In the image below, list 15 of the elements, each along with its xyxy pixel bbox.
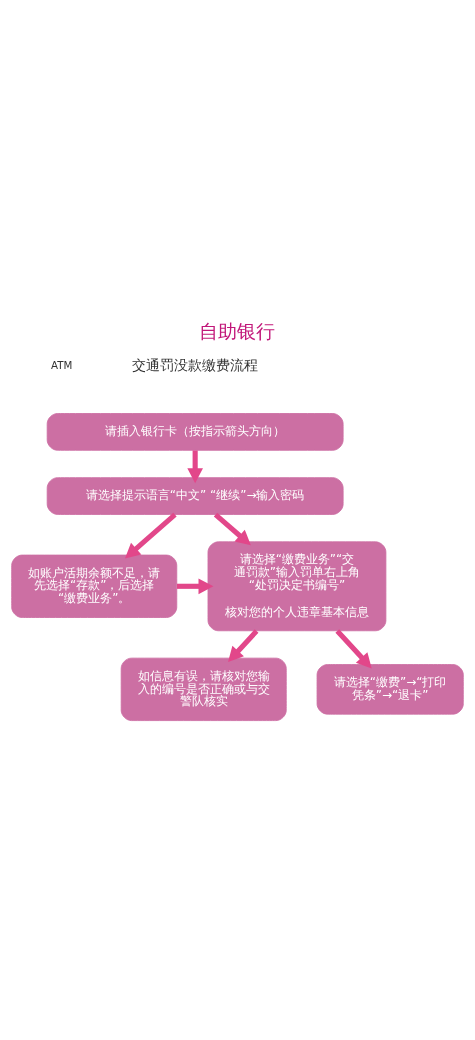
arrow: [228, 629, 259, 663]
node-box: 请插入银行卡（按指示箭头方向）: [46, 413, 344, 451]
node-box: 如账户活期余额不足，请先选择“存款”，后选择“缴费业务”。: [11, 554, 178, 618]
label: 交通罚没款缴费流程: [132, 356, 259, 373]
node-box: 请选择“缴费业务”“交通罚款”输入罚单右上角“处罚决定书编号” 核对您的个人违章基本信息: [207, 541, 387, 632]
node-box: 请选择“缴费”→“打印凭条”→“退卡”: [316, 664, 464, 715]
arrow: [187, 450, 203, 484]
node-box: 如信息有误，请核对您输入的编号是否正确或与交警队核实: [120, 657, 287, 721]
arrow: [177, 578, 214, 595]
arrow: [335, 629, 372, 669]
arrow: [124, 512, 177, 559]
arrow: [213, 512, 251, 546]
label: ATM: [51, 359, 73, 372]
node-box: 请选择提示语言“中文” “继续”→输入密码: [46, 477, 344, 515]
diagram-title: 自助银行: [199, 320, 276, 342]
